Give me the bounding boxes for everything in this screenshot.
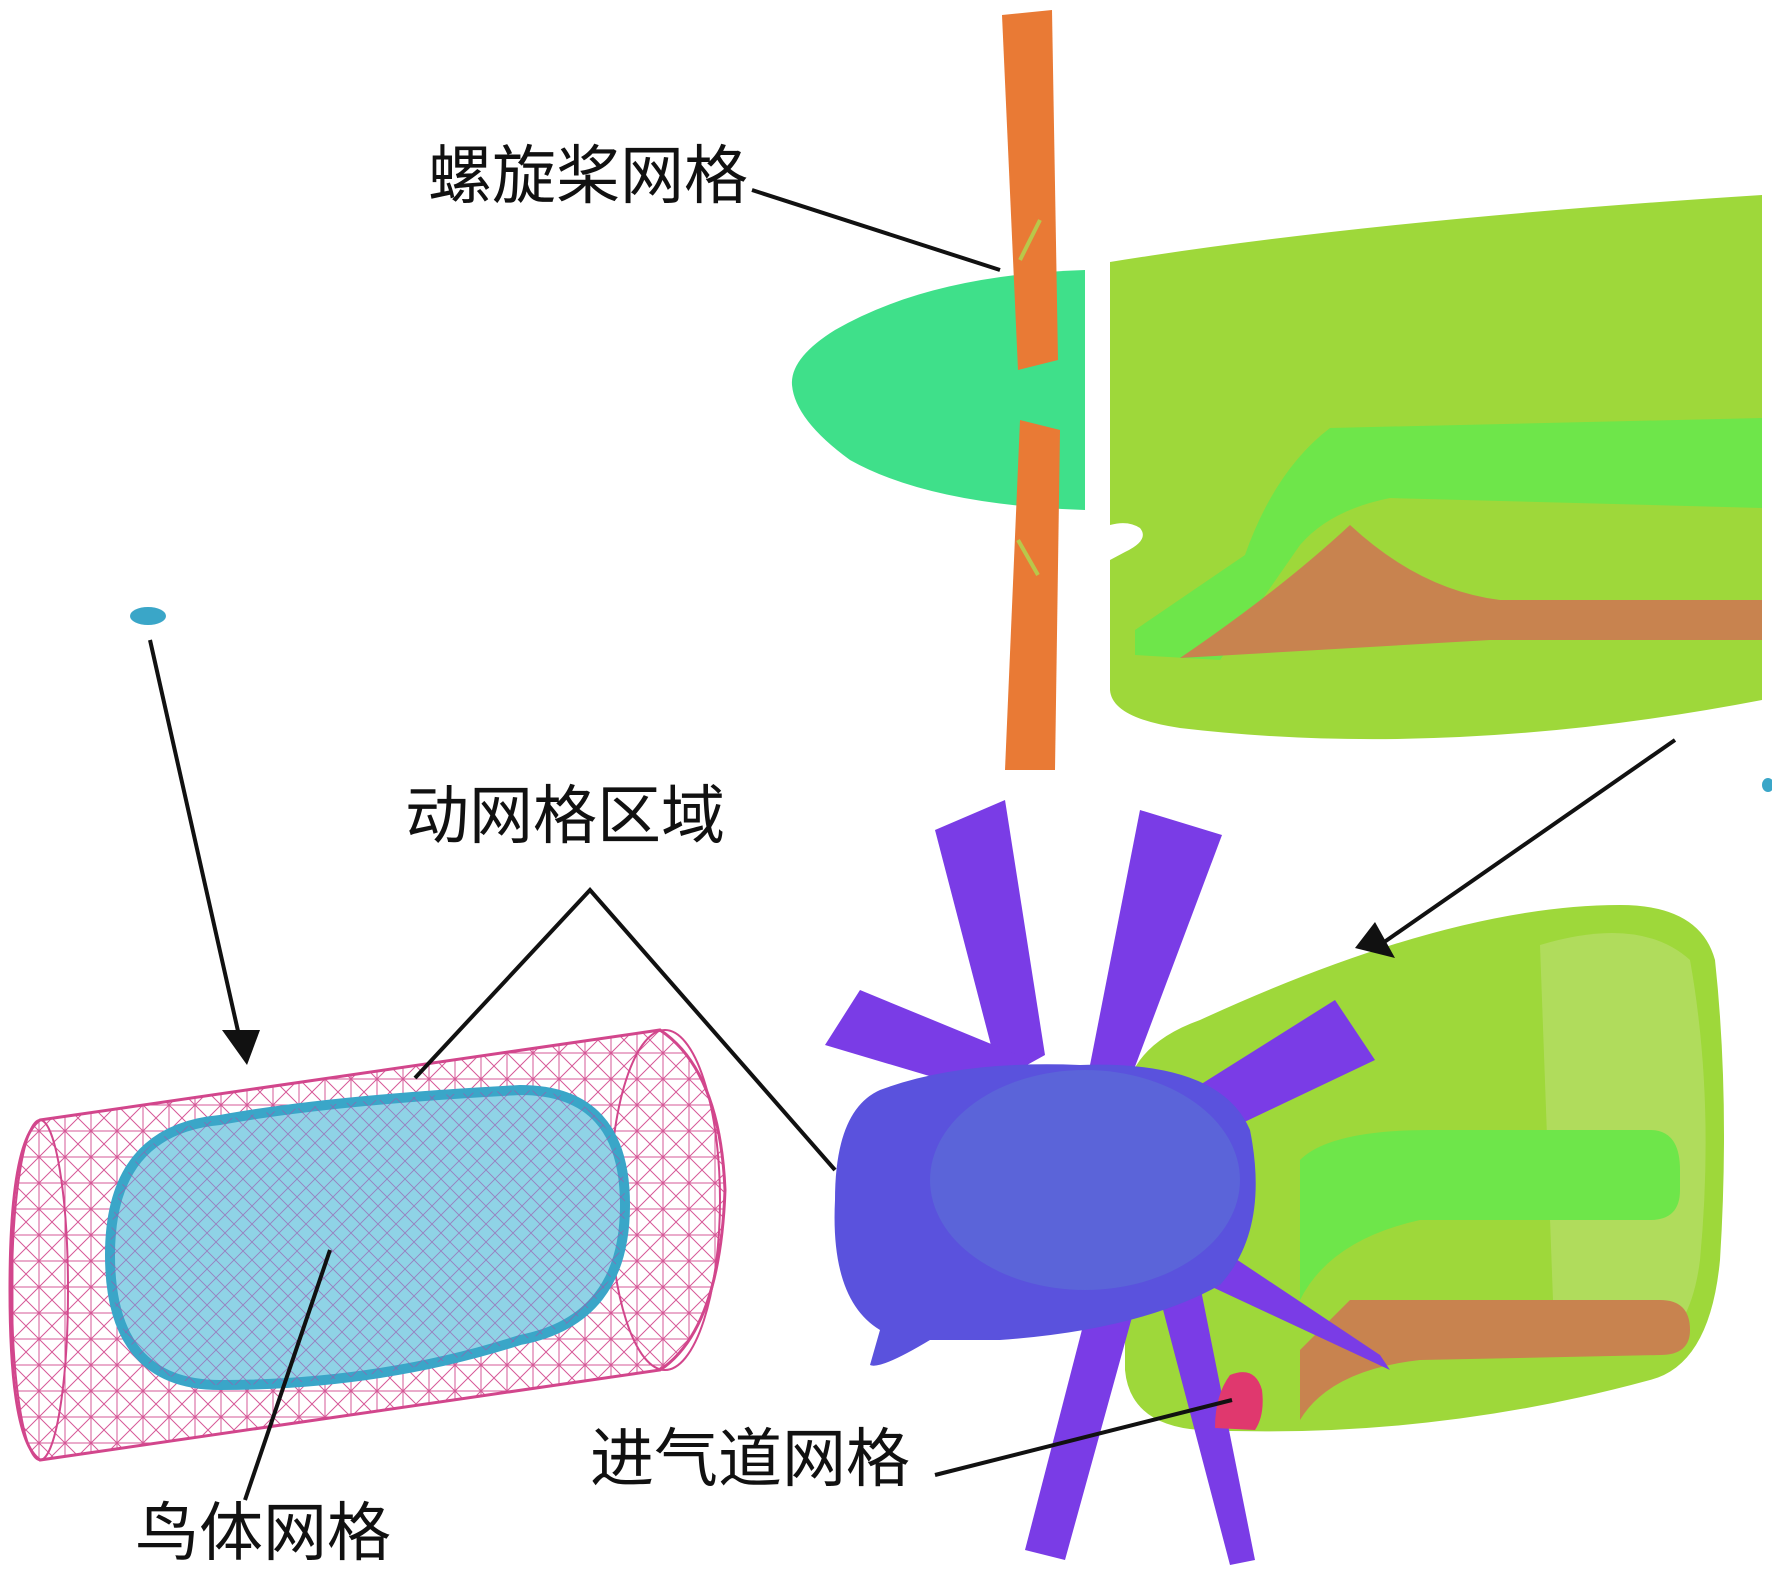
bird-leader [243,1249,332,1501]
dynamic-mesh-region-label: 动网格区域 [405,780,725,854]
dynamic-leader [413,887,837,1172]
propeller-mesh-label: 螺旋桨网格 [428,140,748,214]
spinner [791,270,1085,510]
inlet-leader [934,1398,1233,1477]
propeller-leader [751,188,1001,272]
nacelle-arrow-head [1355,922,1395,958]
inlet-mesh-label: 进气道网格 [590,1423,910,1497]
blade-stripe-bottom [1016,539,1040,576]
lower-engine-assembly [825,800,1724,1565]
bird-cylinder-end-left [11,1119,69,1461]
dyn-blade-7 [1150,1260,1255,1565]
bird-mesh-assembly [8,607,1772,1462]
inlet-marker [1215,1372,1263,1430]
bird-body-origin-dot [130,607,166,625]
bird-body-mesh [110,1090,625,1385]
bird-arrow-head [222,1030,260,1065]
propeller-blade-bottom [1005,420,1060,770]
bird-body-mesh-label: 鸟体网格 [135,1497,391,1571]
exhaust-duct-upper [1180,525,1762,658]
dyn-blade-1 [935,800,1045,1080]
nacelle-arrow [1378,738,1677,947]
bird-arrow [148,639,242,1041]
inlet-duct-lower [1300,1130,1680,1300]
nacelle-origin-dot [1762,778,1772,792]
dynamic-hub-core [930,1070,1240,1290]
leader-lines [148,188,1677,1501]
dyn-blade-2 [1090,810,1222,1080]
propeller-blade-top [1002,10,1058,370]
arrow-heads [222,922,1395,1065]
dyn-blade-6 [1025,1260,1145,1560]
upper-engine-assembly [791,10,1762,770]
blade-stripe-top [1018,219,1042,261]
inlet-duct-upper [1135,418,1762,660]
exhaust-duct-lower [1300,1300,1690,1420]
